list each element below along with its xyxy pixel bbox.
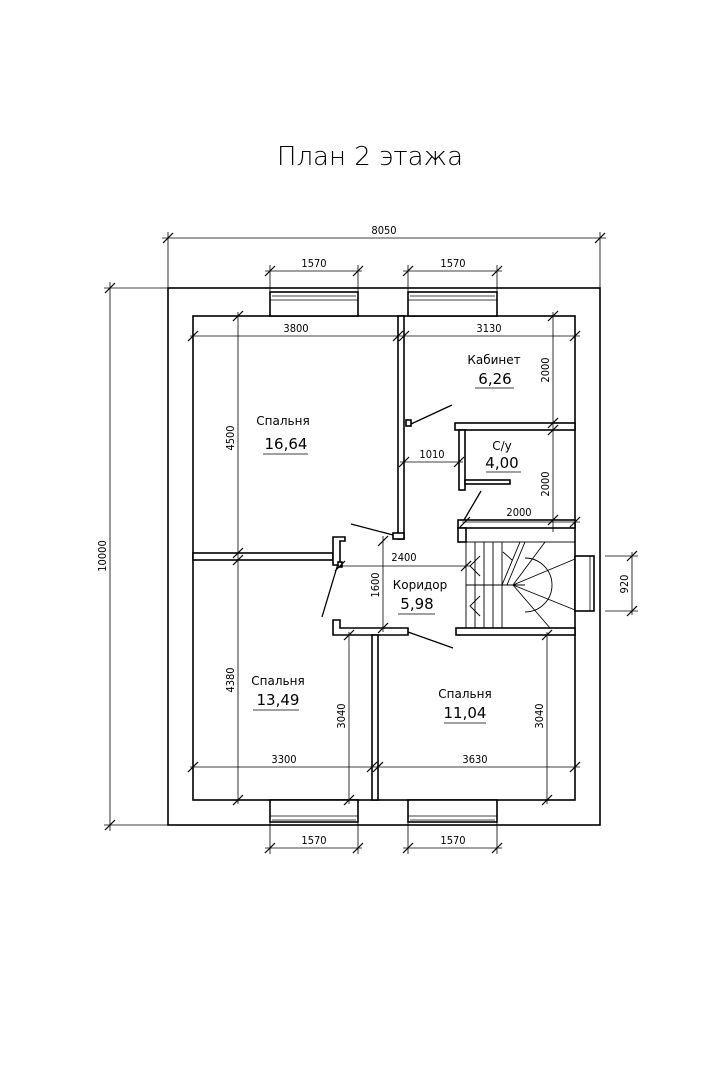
room-area: 6,26 — [478, 370, 511, 388]
dim-window-top-left: 1570 — [301, 257, 326, 270]
window-bottom-right — [407, 799, 498, 823]
dim-bath-width-2000: 2000 — [506, 506, 531, 519]
room-area: 11,04 — [444, 704, 487, 722]
dim-4380: 4380 — [224, 667, 237, 692]
room-name: Спальня — [438, 687, 491, 701]
dim-1010: 1010 — [419, 448, 444, 461]
interior-walls — [192, 315, 576, 801]
windows — [269, 291, 595, 823]
room-bedroom-2: Спальня 13,49 — [251, 674, 305, 711]
room-bathroom: С/у 4,00 — [485, 439, 521, 473]
room-corridor: Коридор 5,98 — [393, 578, 448, 615]
staircase — [465, 541, 576, 629]
dimension-labels: 8050 1570 1570 1570 1570 10000 3800 3130… — [96, 224, 631, 847]
dim-3800: 3800 — [283, 322, 308, 335]
dim-2400: 2400 — [391, 551, 416, 564]
room-name: Спальня — [256, 414, 309, 428]
room-area: 16,64 — [265, 435, 308, 453]
room-area: 13,49 — [257, 691, 300, 709]
dim-3040-left: 3040 — [335, 703, 348, 728]
dim-window-bottom-right: 1570 — [440, 834, 465, 847]
room-bedroom-3: Спальня 11,04 — [438, 687, 492, 724]
dim-cabinet-2000: 2000 — [539, 357, 552, 382]
dim-window-bottom-left: 1570 — [301, 834, 326, 847]
dim-1600: 1600 — [369, 572, 382, 597]
room-name: Кабинет — [467, 353, 520, 367]
window-top-right — [407, 291, 498, 317]
room-name: С/у — [492, 439, 512, 453]
dimension-lines — [104, 232, 638, 854]
room-name: Спальня — [251, 674, 304, 688]
dim-8050: 8050 — [371, 224, 396, 237]
room-cabinet: Кабинет 6,26 — [467, 353, 521, 389]
room-name: Коридор — [393, 578, 448, 592]
dim-3630: 3630 — [462, 753, 487, 766]
dim-3130: 3130 — [476, 322, 501, 335]
room-area: 4,00 — [485, 454, 518, 472]
room-bedroom-1: Спальня 16,64 — [256, 414, 310, 455]
dim-3040-right: 3040 — [533, 703, 546, 728]
room-labels: Спальня 16,64 Кабинет 6,26 С/у 4,00 Кори… — [251, 353, 521, 724]
dim-window-top-right: 1570 — [440, 257, 465, 270]
dim-920: 920 — [618, 575, 631, 594]
room-area: 5,98 — [400, 595, 433, 613]
plan-title: План 2 этажа — [277, 142, 463, 172]
window-top-left — [269, 291, 359, 317]
dim-10000: 10000 — [96, 540, 109, 571]
dim-3300: 3300 — [271, 753, 296, 766]
exterior-walls — [167, 287, 601, 826]
dim-4500: 4500 — [224, 425, 237, 450]
window-bottom-left — [269, 799, 359, 823]
window-stair — [574, 555, 595, 612]
dim-bath-2000: 2000 — [539, 471, 552, 496]
doors — [321, 404, 482, 649]
